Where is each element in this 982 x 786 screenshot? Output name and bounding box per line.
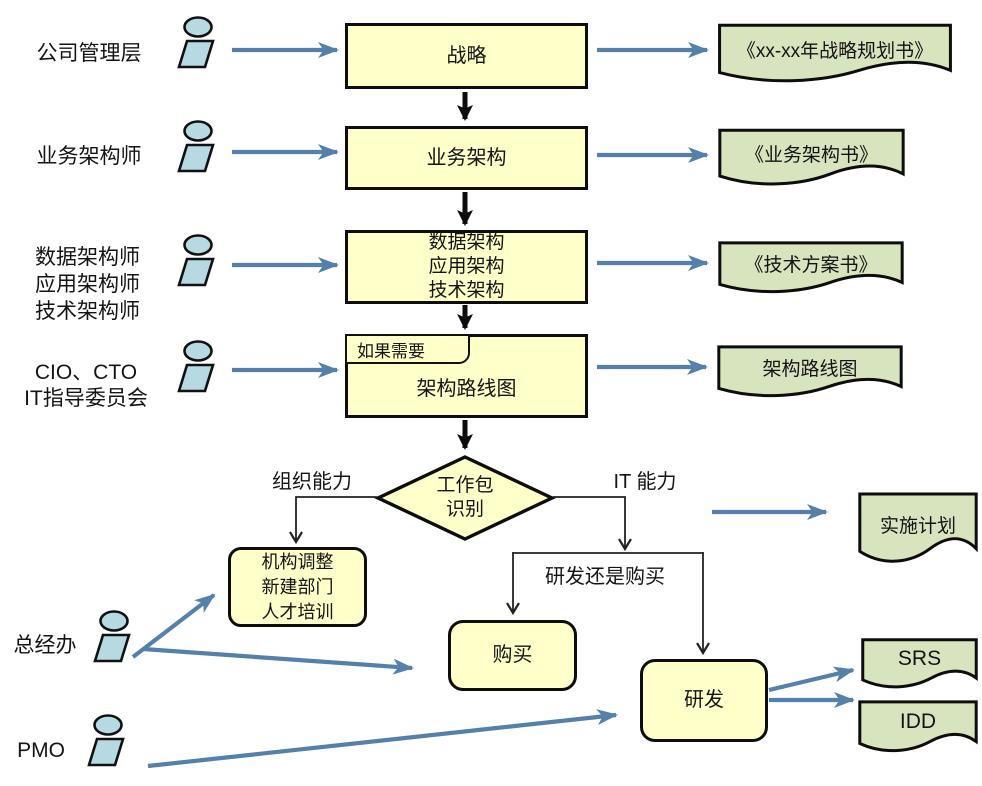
process-data-app-tech: 数据架构 应用架构 技术架构 (345, 230, 588, 304)
decision-work-package-label: 工作包 识别 (436, 475, 494, 520)
process-buy: 购买 (448, 620, 577, 691)
actor-label-gmo: 总经办 (13, 633, 77, 657)
actor-label-business-architect: 业务架构师 (36, 144, 142, 168)
person-icon (87, 714, 125, 767)
person-icon (177, 16, 215, 69)
process-roadmap-label: 架构路线图 (416, 377, 517, 400)
process-org-adjust-label: 机构调整 新建部门 人才培训 (261, 551, 334, 622)
document-shape (717, 127, 906, 191)
process-strategy: 战略 (345, 23, 588, 89)
branch-label-build-or-buy: 研发还是购买 (545, 565, 665, 588)
actor-label-pmo: PMO (17, 738, 65, 762)
document-idd: IDD (858, 699, 978, 757)
document-shape (716, 344, 904, 402)
process-org-adjust: 机构调整 新建部门 人才培训 (228, 547, 367, 627)
branch-org-capability-line (289, 496, 377, 545)
actor-label-architects: 数据架构师 应用架构师 技术架构师 (35, 245, 140, 323)
document-impl-plan-label: 实施计划 (879, 515, 956, 537)
process-strategy-label: 战略 (446, 44, 487, 67)
document-idd-label: IDD (899, 710, 937, 733)
process-business-architecture: 业务架构 (345, 126, 588, 190)
person-icon (177, 340, 215, 393)
actor-label-management: 公司管理层 (36, 41, 142, 65)
arrow-develop-to-srs (768, 666, 855, 693)
document-strategy-plan: 《xx-xx年战略规划书》 (716, 22, 954, 88)
person-icon (177, 234, 215, 287)
branch-label-org-capability: 组织能力 (272, 470, 352, 493)
document-impl-plan: 实施计划 (858, 490, 978, 570)
document-shape (861, 637, 978, 693)
document-shape (858, 490, 978, 570)
document-tech-solution-label: 《技术方案书》 (744, 254, 878, 276)
document-business-arch: 《业务架构书》 (717, 127, 906, 191)
branch-it-capability-line (553, 496, 632, 552)
process-buy-label: 购买 (492, 644, 533, 666)
roadmap-condition-tab-label: 如果需要 (357, 341, 425, 361)
process-develop: 研发 (640, 659, 768, 742)
document-shape (858, 699, 978, 757)
document-shape (717, 240, 905, 298)
arrow-gmo-to-buy (142, 646, 414, 675)
process-roadmap: 如果需要 架构路线图 (345, 334, 588, 418)
actor-label-cio-cto: CIO、CTO IT指导委员会 (24, 361, 148, 410)
document-tech-solution: 《技术方案书》 (717, 240, 905, 298)
process-develop-label: 研发 (684, 689, 724, 711)
decision-work-package: 工作包 识别 (374, 453, 556, 543)
document-shape (716, 22, 954, 88)
branch-label-it-capability: IT 能力 (613, 470, 677, 493)
arrow-gmo-to-org-adjust (131, 593, 216, 659)
document-roadmap-label: 架构路线图 (762, 358, 858, 380)
roadmap-condition-tab: 如果需要 (345, 334, 470, 364)
document-strategy-plan-label: 《xx-xx年战略规划书》 (736, 40, 934, 62)
person-icon (93, 610, 131, 663)
person-icon (177, 120, 215, 173)
document-srs-label: SRS (897, 647, 942, 670)
document-roadmap: 架构路线图 (716, 344, 904, 402)
diamond-shape (374, 455, 556, 541)
process-data-app-tech-label: 数据架构 应用架构 技术架构 (428, 232, 505, 301)
document-srs: SRS (861, 637, 978, 693)
process-business-architecture-label: 业务架构 (426, 146, 507, 169)
arrow-pmo-to-develop (147, 709, 618, 769)
document-business-arch-label: 《业务架构书》 (744, 144, 878, 166)
